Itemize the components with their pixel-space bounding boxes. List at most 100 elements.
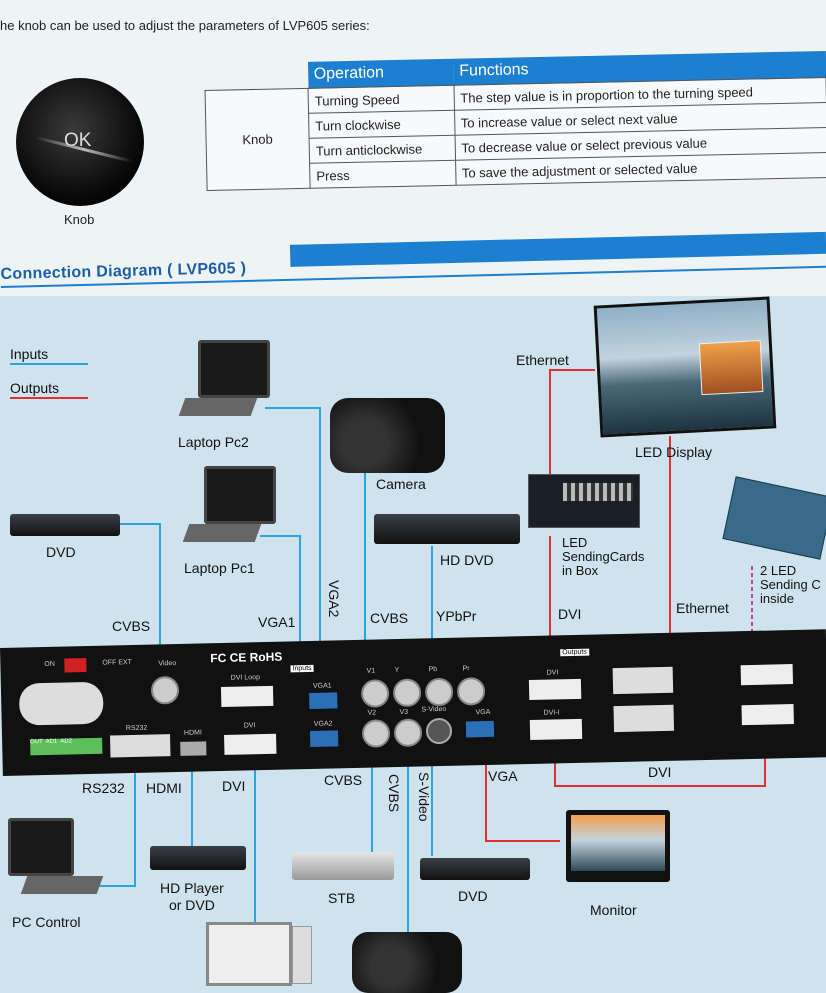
table-header-blank [204, 62, 308, 91]
ethernet-port-1[interactable] [612, 666, 674, 695]
pc-control-image [4, 818, 104, 908]
dvi-i-port[interactable] [529, 718, 583, 740]
svideo-label: S-Video [416, 772, 432, 822]
wire-vga2 [265, 407, 321, 681]
connection-diagram: Inputs Outputs Laptop Pc2 Laptop Pc1 Cam… [0, 296, 826, 993]
legend-inputs-label: Inputs [10, 346, 49, 362]
stb-label: STB [328, 890, 356, 906]
panel-v3-label: V3 [399, 708, 409, 716]
dvi-sending-2[interactable] [741, 704, 794, 726]
led-display-image [593, 296, 777, 438]
stb-image [292, 852, 394, 880]
pc-control-label: PC Control [12, 914, 81, 930]
knob-face-text: OK [64, 130, 92, 151]
camera-bottom-image [352, 932, 462, 993]
panel-inputs-label: Inputs [290, 664, 314, 673]
power-socket[interactable] [18, 681, 104, 726]
video-bnc-port[interactable] [150, 675, 180, 705]
hdmi-port[interactable] [180, 741, 207, 756]
monitor-pc-image [206, 922, 292, 986]
v2-bnc-port[interactable] [361, 719, 391, 748]
table-cell: Turn clockwise [308, 110, 455, 139]
panel-dvi-label: DVI [546, 669, 559, 677]
wire-rs232 [95, 736, 136, 887]
ethernet-top-label: Ethernet [516, 352, 569, 368]
hd-dvd-label: HD DVD [440, 552, 494, 568]
panel-dvi-i-label: DVI-I [543, 709, 560, 717]
monitor-label: Monitor [590, 902, 637, 918]
audio-terminal[interactable]: OUT AD1 AD2 [30, 737, 103, 756]
laptop-pc2-image [170, 340, 270, 430]
v3-bnc-port[interactable] [393, 718, 423, 748]
laptop-pc2-label: Laptop Pc2 [178, 434, 249, 450]
laptop-pc1-label: Laptop Pc1 [184, 560, 255, 576]
section-header-bar [289, 231, 826, 267]
table-cell: Turning Speed [308, 85, 455, 114]
vga1-port[interactable] [309, 692, 338, 709]
led-sending-box-label: LED SendingCards in Box [562, 535, 645, 578]
vga-out-port[interactable] [465, 720, 495, 738]
dvd-bottom-image [420, 858, 530, 880]
dvi-loop-port[interactable] [220, 685, 274, 707]
ethernet-port-2[interactable] [613, 704, 675, 733]
dvi-in-port[interactable] [224, 733, 277, 755]
power-switch[interactable] [64, 658, 87, 673]
panel-video-label: Video [158, 660, 177, 668]
panel-pb-label: Pb [428, 666, 438, 674]
panel-off-ext-label: OFF EXT [102, 659, 133, 667]
cvbs-bottom-label: CVBS [324, 772, 363, 788]
wire-cvbs-left [105, 523, 161, 678]
panel-vga1-label: VGA1 [312, 682, 332, 690]
panel-v2-label: V2 [367, 709, 377, 717]
dvi-top-label: DVI [558, 606, 582, 622]
wire-layer [10, 363, 766, 956]
rs232-port[interactable] [110, 734, 171, 758]
panel-hdmi-label: HDMI [183, 729, 202, 737]
y-bnc-port[interactable] [392, 678, 422, 708]
table-cell: Turn anticlockwise [309, 135, 456, 164]
hd-player-image [150, 846, 246, 870]
legend-outputs-label: Outputs [10, 380, 60, 396]
ethernet-right-label: Ethernet [676, 600, 729, 616]
dvi-sending-1[interactable] [740, 664, 794, 686]
hd-player-label: HD Player or DVD [160, 880, 224, 913]
vga1-label: VGA1 [258, 614, 296, 630]
pr-bnc-port[interactable] [456, 677, 486, 706]
svideo-port[interactable] [425, 717, 453, 745]
panel-outputs-label: Outputs [560, 648, 589, 657]
pc-tower-image [292, 926, 312, 984]
cvbs-left-label: CVBS [112, 618, 151, 634]
led-sending-box-image [528, 474, 640, 528]
rs232-label: RS232 [82, 780, 125, 796]
dvi-out-port[interactable] [528, 678, 582, 701]
panel-vga2-label: VGA2 [313, 720, 333, 728]
table-cell: Press [309, 160, 456, 189]
panel-svideo-label: S-Video [421, 705, 447, 714]
wire-ethernet-top [549, 369, 595, 474]
hd-dvd-image [374, 514, 520, 544]
panel-y-label: Y [394, 666, 400, 675]
operations-table: Operation Functions Knob Turning Speed T… [204, 50, 826, 191]
pb-bnc-port[interactable] [424, 677, 454, 707]
panel-rs232-label: RS232 [125, 724, 148, 733]
table-header-operation: Operation [307, 58, 454, 89]
led-display-label: LED Display [635, 444, 713, 460]
panel-pr-label: Pr [462, 665, 470, 673]
wire-vga1 [260, 535, 301, 668]
dvi-right-label: DVI [648, 764, 672, 780]
dvd-bottom-label: DVD [458, 888, 488, 904]
section-header: Connection Diagram ( LVP605 ) [0, 231, 826, 288]
knob-caption: Knob [64, 212, 95, 227]
dvi-bottom-label: DVI [222, 778, 246, 794]
cvbs-mid-label: CVBS [370, 610, 409, 626]
camera-image [330, 398, 445, 473]
vga2-port[interactable] [309, 730, 339, 747]
intro-text: he knob can be used to adjust the parame… [0, 18, 370, 33]
monitor-image [566, 810, 670, 882]
dvd-top-image [10, 514, 120, 536]
cvbs-vertical-label: CVBS [386, 774, 402, 813]
panel-dvi-in-label: DVI [243, 722, 256, 730]
dvd-top-label: DVD [46, 544, 76, 560]
v1-bnc-port[interactable] [360, 679, 390, 708]
ypbpr-label: YPbPr [436, 608, 477, 624]
